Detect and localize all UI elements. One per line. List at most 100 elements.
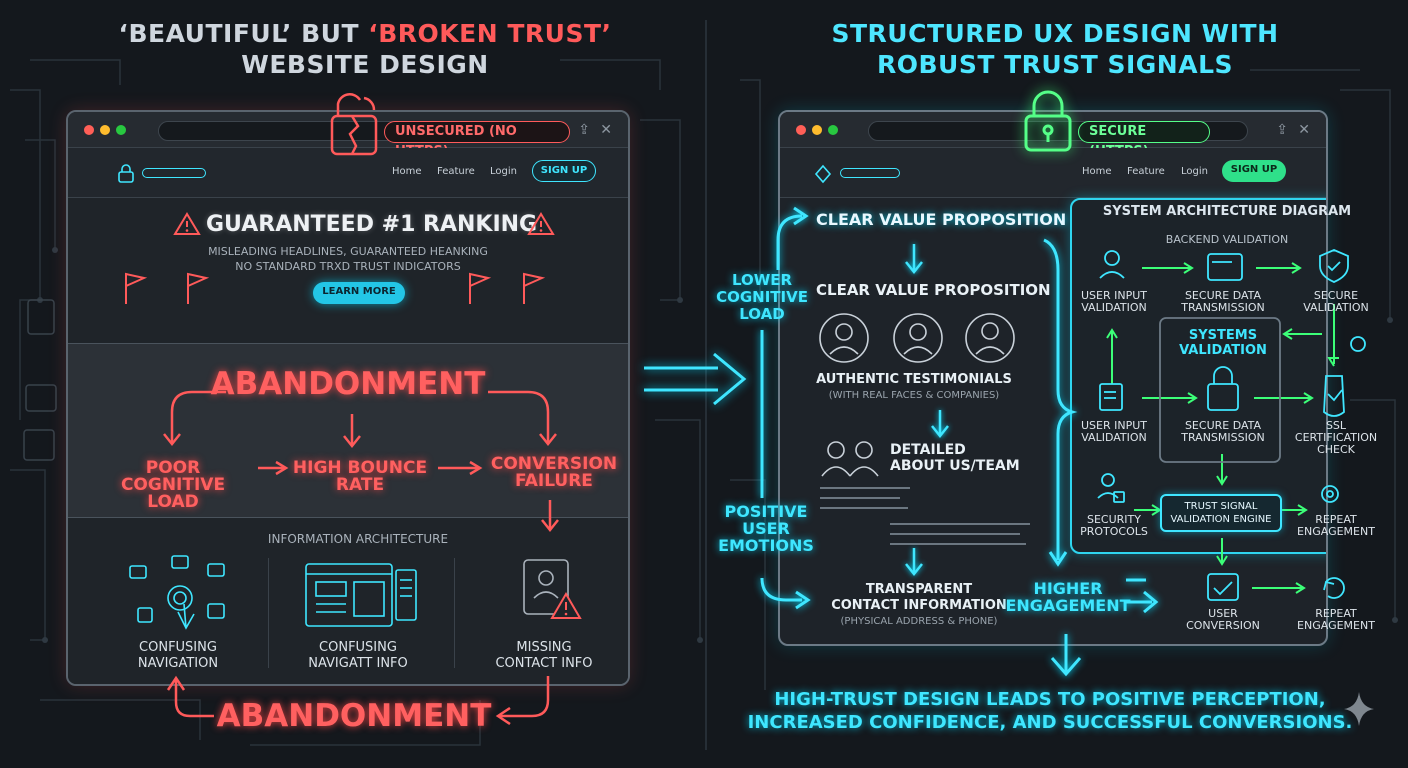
item2-line1: CONFUSING (319, 640, 397, 655)
maximize-dot[interactable] (828, 125, 838, 135)
sv-line2: VALIDATION (1303, 301, 1369, 314)
red-flag-icons (469, 272, 546, 304)
secure-lock-icon (1024, 90, 1072, 152)
sd2-line2: TRANSMISSION (1181, 431, 1265, 444)
left-signup-button[interactable]: SIGN UP (532, 160, 596, 182)
maximize-dot[interactable] (116, 125, 126, 135)
conversion-line1: CONVERSION (490, 454, 618, 474)
ssl-line3: CHECK (1317, 443, 1355, 456)
positive-user-emotions: POSITIVE USER EMOTIONS (716, 503, 816, 554)
re2-line2: ENGAGEMENT (1297, 619, 1375, 632)
right-title: STRUCTURED UX DESIGN WITH ROBUST TRUST S… (740, 18, 1370, 80)
abandonment-flow-panel: ABANDONMENT POOR COGNITIVE LOAD HIGH BOU… (68, 343, 628, 518)
missing-contact-icon (523, 559, 582, 619)
about-line1: DETAILED (890, 442, 966, 458)
left-logo-bar (142, 168, 206, 178)
warning-icon (173, 212, 201, 235)
arch-user-conversion: USER CONVERSION (1180, 608, 1266, 632)
left-hero: GUARANTEED #1 RANKING MISLEADING HEADLIN… (68, 198, 628, 343)
nav-home[interactable]: Home (392, 166, 422, 177)
right-title-line1: STRUCTURED UX DESIGN WITH (831, 19, 1279, 48)
nav-home[interactable]: Home (1082, 166, 1112, 177)
contact-line2: CONTACT INFORMATION (831, 598, 1007, 613)
nav-feature[interactable]: Feature (1127, 166, 1165, 177)
positive-line1: POSITIVE (724, 502, 808, 521)
positive-line3: EMOTIONS (718, 536, 814, 555)
sd1-line2: TRANSMISSION (1181, 301, 1265, 314)
diamond-logo-icon (814, 164, 832, 184)
left-subline-1: MISLEADING HEADLINES, GUARANTEED HEANKIN… (208, 245, 488, 258)
sv-line1: SECURE (1313, 289, 1359, 302)
re2-line1: REPEAT (1315, 607, 1357, 620)
ui2-line1: USER INPUT (1081, 419, 1147, 432)
transition-arrow (644, 352, 747, 406)
conclusion: HIGH-TRUST DESIGN LEADS TO POSITIVE PERC… (720, 688, 1380, 734)
learn-more-button[interactable]: LEARN MORE (313, 282, 405, 304)
about-line2: ABOUT US/TEAM (890, 458, 1020, 474)
positive-line2: USER (742, 519, 790, 538)
sd2-line1: SECURE DATA (1184, 419, 1262, 432)
warning-icon (527, 212, 555, 235)
unsecured-badge: UNSECURED (NO HTTPS) (384, 121, 570, 159)
clear-value-proposition-2: CLEAR VALUE PROPOSITION (816, 281, 1051, 299)
secure-badge: SECURE (HTTPS) (1078, 121, 1210, 159)
ssl-line1: SSL (1325, 419, 1347, 432)
close-tab-icon[interactable]: ✕ (1298, 122, 1310, 138)
close-dot[interactable] (796, 125, 806, 135)
higher-line1: HIGHER (1033, 579, 1103, 598)
arch-title: SYSTEM ARCHITECTURE DIAGRAM (1102, 204, 1352, 219)
arch-security-protocols: SECURITY PROTOCOLS (1076, 514, 1152, 538)
nav-login[interactable]: Login (490, 166, 517, 177)
nav-login[interactable]: Login (1181, 166, 1208, 177)
nav-feature[interactable]: Feature (437, 166, 475, 177)
minimize-dot[interactable] (812, 125, 822, 135)
poor-cognitive-load: POOR COGNITIVE LOAD (92, 460, 254, 511)
share-icon[interactable]: ⇪ (1276, 122, 1288, 138)
sd1-line1: SECURE DATA (1184, 289, 1262, 302)
abandonment-arrows (163, 390, 557, 476)
authentic-testimonials: AUTHENTIC TESTIMONIALS (816, 372, 1012, 387)
minimize-dot[interactable] (100, 125, 110, 135)
info-architecture-label: INFORMATION ARCHITECTURE (267, 532, 449, 546)
uc-line2: CONVERSION (1186, 619, 1260, 632)
left-sublines: MISLEADING HEADLINES, GUARANTEED HEANKIN… (68, 244, 628, 274)
conclusion-line1: HIGH-TRUST DESIGN LEADS TO POSITIVE PERC… (774, 689, 1326, 710)
arch-repeat-engagement-1: REPEAT ENGAGEMENT (1294, 514, 1378, 538)
ssl-line2: CERTIFICATION (1294, 431, 1378, 444)
item3-line1: MISSING (516, 640, 572, 655)
sys-line2: VALIDATION (1179, 343, 1267, 358)
higher-line2: ENGAGEMENT (1005, 596, 1131, 615)
close-dot[interactable] (84, 125, 94, 135)
arch-repeat-engagement-2: REPEAT ENGAGEMENT (1294, 608, 1378, 632)
left-title: ‘BEAUTIFUL’ BUT ‘BROKEN TRUST’ WEBSITE D… (60, 18, 670, 80)
engagement-arrows (1050, 590, 1159, 677)
lock-logo-icon (118, 164, 134, 183)
right-signup-button[interactable]: SIGN UP (1222, 160, 1286, 182)
right-nav-bar: Home Feature Login SIGN UP (780, 148, 1326, 198)
lower-cognitive-load: LOWER COGNITIVE LOAD (712, 272, 812, 323)
testimonial-avatars (819, 313, 1015, 363)
abandonment-top-label: ABANDONMENT (210, 366, 486, 402)
left-title-highlight: ‘BROKEN TRUST’ (368, 19, 612, 48)
confusing-navigation-label: CONFUSING NAVIGATION (108, 640, 248, 672)
item2-line2: NAVIGATT INFO (308, 656, 408, 671)
sparkle-icon (1344, 692, 1374, 726)
share-icon[interactable]: ⇪ (578, 122, 590, 138)
close-tab-icon[interactable]: ✕ (600, 122, 612, 138)
right-side-flow (760, 206, 1146, 610)
sp-line1: SECURITY (1087, 513, 1141, 526)
engine-line1: TRUST SIGNAL (1184, 501, 1258, 512)
confusing-info-icon (305, 563, 417, 627)
poor-line2: LOAD (147, 492, 199, 512)
left-title-bar: UNSECURED (NO HTTPS) ⇪ ✕ (68, 112, 628, 159)
content-flow-arrows (905, 244, 949, 577)
lower-line2: COGNITIVE (716, 288, 808, 306)
arch-systems-validation: SYSTEMS VALIDATION (1160, 328, 1286, 358)
conclusion-line2: INCREASED CONFIDENCE, AND SUCCESSFUL CON… (747, 712, 1353, 733)
confusing-navigation-icon (129, 555, 225, 630)
text-lines-decoration (820, 487, 1030, 545)
lower-line1: LOWER (731, 271, 793, 289)
arch-secure-validation: SECURE VALIDATION (1296, 290, 1376, 314)
left-title-prefix: ‘BEAUTIFUL’ BUT (118, 19, 369, 48)
